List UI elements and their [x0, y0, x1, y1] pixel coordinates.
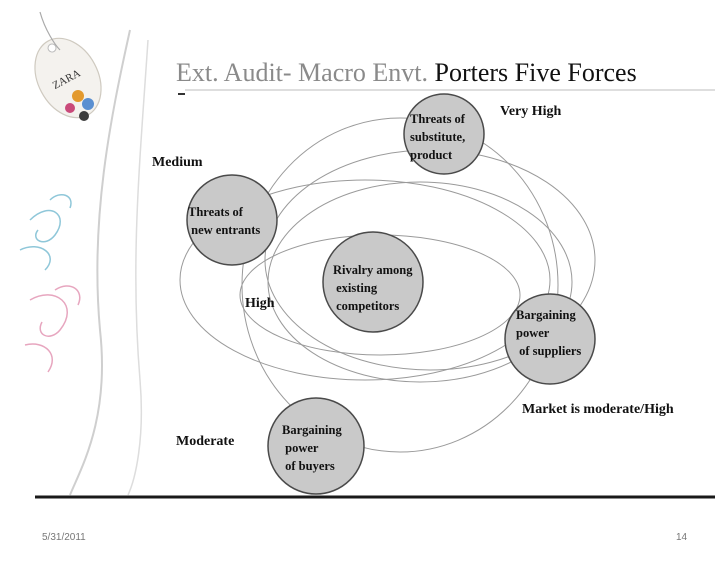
suppliers-node: Bargaining power of suppliers: [516, 306, 581, 360]
decorative-swirl-line: [69, 29, 131, 496]
footer-date: 5/31/2011: [42, 532, 86, 543]
substitutes-circle: [403, 93, 485, 175]
title-prefix: Ext. Audit- Macro Envt.: [176, 58, 429, 87]
rivalry-circle: [322, 231, 424, 333]
flower-motif-icon: [65, 90, 94, 121]
node-text-line: power: [282, 441, 319, 455]
new-entrants-node: Threats of new entrants: [188, 203, 260, 239]
decorative-swirl-line: [127, 39, 149, 496]
buyers-node: Bargaining power of buyers: [282, 421, 342, 475]
zara-tag-logo: [34, 37, 102, 119]
title-main: Porters Five Forces: [434, 58, 637, 87]
node-text-line: Rivalry among: [333, 263, 413, 277]
node-text-line: Threats of: [188, 205, 243, 219]
pink-swirl-icon: [24, 285, 81, 373]
buyers-circle: [267, 397, 365, 495]
substitutes-rating: Very High: [500, 104, 562, 119]
node-text-line: Threats of: [410, 112, 465, 126]
node-text-line: Bargaining: [516, 308, 576, 322]
new-entrants-rating: Medium: [152, 155, 203, 170]
tag-string: [39, 11, 61, 51]
node-text-line: Bargaining: [282, 423, 342, 437]
buyers-rating: Moderate: [176, 434, 235, 449]
substitutes-node: Threats of substitute, product: [410, 110, 465, 164]
new-entrants-circle: [186, 174, 278, 266]
slide-title: Ext. Audit- Macro Envt. Porters Five For…: [176, 58, 637, 88]
node-text-line: new entrants: [188, 223, 261, 237]
rivalry-rating: High: [245, 296, 275, 311]
blue-swirl-icon: [19, 193, 72, 271]
suppliers-circle: [504, 293, 596, 385]
node-text-line: existing: [333, 281, 378, 295]
node-text-line: product: [410, 148, 453, 162]
rivalry-node: Rivalry among existing competitors: [333, 261, 413, 315]
page-number: 14: [676, 532, 688, 543]
orbit-ellipse: [179, 179, 551, 381]
suppliers-rating: Market is moderate/High: [522, 402, 674, 417]
node-text-line: power: [516, 326, 550, 340]
node-text-line: competitors: [333, 299, 400, 313]
node-text-line: of suppliers: [516, 344, 582, 358]
node-text-line: of buyers: [282, 459, 335, 473]
node-text-line: substitute,: [410, 130, 466, 144]
